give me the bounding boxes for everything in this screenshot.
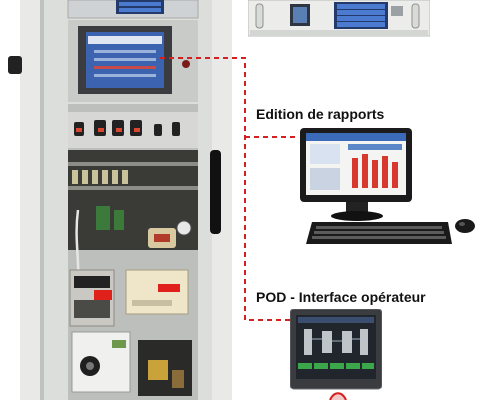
rack-unit-icon bbox=[248, 0, 430, 38]
touch-panel-icon bbox=[290, 309, 382, 400]
keyboard-icon bbox=[306, 220, 452, 248]
analyzer-cabinet-icon bbox=[8, 0, 238, 400]
desktop-computer-icon bbox=[300, 128, 416, 222]
pod-label: POD - Interface opérateur bbox=[256, 289, 426, 305]
reports-label: Edition de rapports bbox=[256, 106, 385, 122]
mouse-icon bbox=[454, 218, 476, 234]
